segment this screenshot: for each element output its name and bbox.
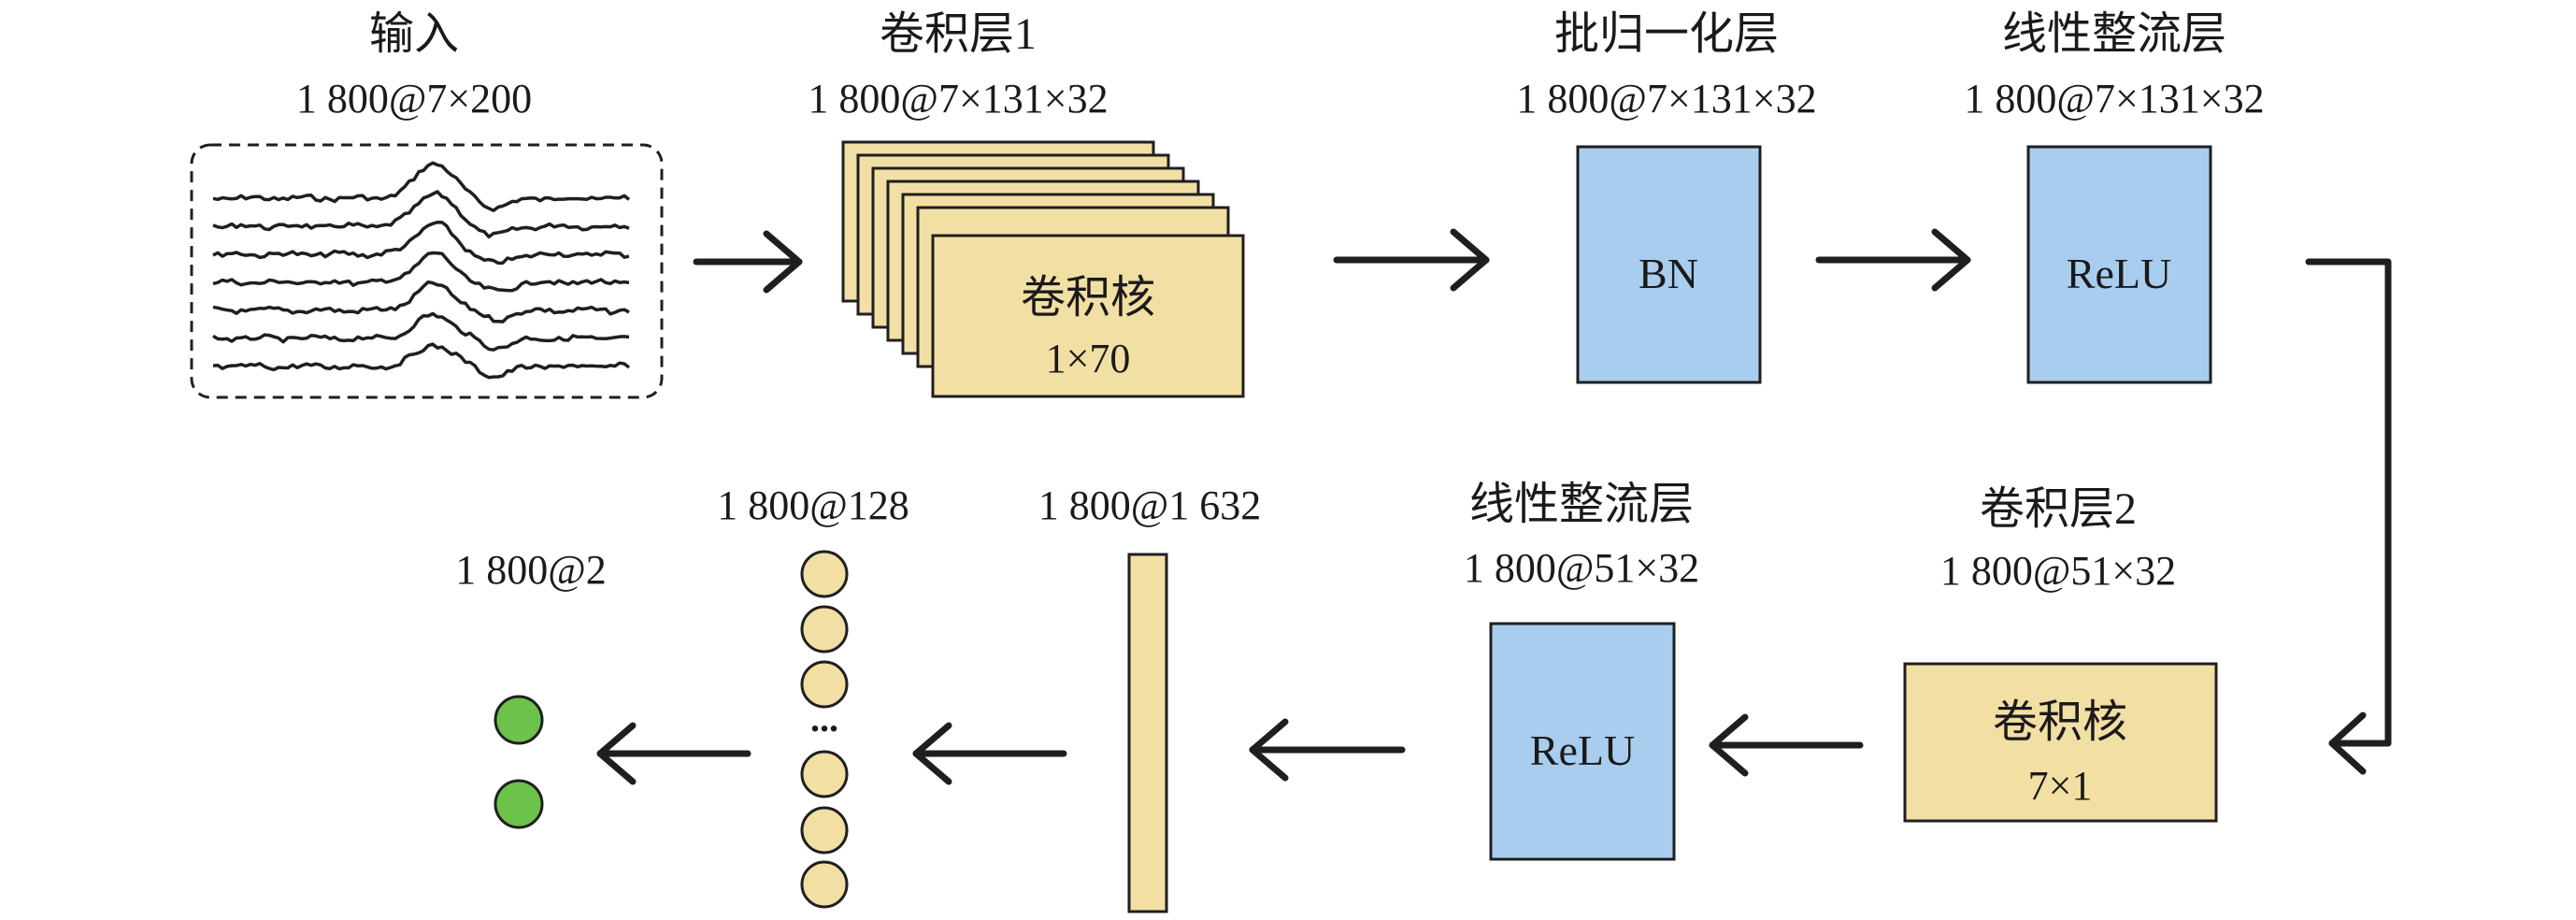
conv2-kernel-box bbox=[1903, 662, 2218, 823]
relu2-box-label: ReLU bbox=[1530, 726, 1635, 774]
input-signals bbox=[212, 161, 631, 380]
conv1-kernel-label: 卷积核 bbox=[1021, 273, 1155, 323]
conv1-dims: 1 800@7×131×32 bbox=[808, 76, 1108, 122]
conv1-title: 卷积层1 bbox=[880, 9, 1037, 59]
input-signal-trace bbox=[212, 342, 631, 380]
input-signal-trace bbox=[212, 161, 631, 212]
bn-block: 批归一化层 1 800@7×131×32 BN bbox=[1516, 9, 1817, 384]
conv1-block: 卷积层1 1 800@7×131×32 卷积核 1×70 bbox=[808, 9, 1245, 398]
bn-dims: 1 800@7×131×32 bbox=[1516, 76, 1816, 122]
conv2-title: 卷积层2 bbox=[1980, 484, 2137, 534]
input-dims: 1 800@7×200 bbox=[296, 76, 532, 122]
flatten-vector bbox=[1127, 553, 1168, 913]
output-dims: 1 800@2 bbox=[455, 547, 607, 593]
arrow-relu1-to-conv2 bbox=[2305, 258, 2392, 775]
input-signal-trace bbox=[212, 280, 630, 323]
output-block: 1 800@2 bbox=[455, 547, 607, 829]
arrow-bn-to-relu1 bbox=[1815, 228, 1971, 292]
dense-neuron bbox=[800, 605, 849, 654]
arrow-input-to-conv1 bbox=[693, 230, 803, 294]
dense-neuron bbox=[800, 750, 849, 798]
input-signal-trace bbox=[212, 311, 630, 352]
input-block: 输入 1 800@7×200 bbox=[190, 9, 664, 399]
dense-neuron bbox=[800, 806, 849, 855]
conv2-dims: 1 800@51×32 bbox=[1940, 548, 2176, 594]
arrow-conv2-to-relu2 bbox=[1709, 713, 1864, 777]
arrow-conv1-to-bn bbox=[1333, 228, 1490, 292]
relu2-dims: 1 800@51×32 bbox=[1464, 545, 1699, 591]
relu1-dims: 1 800@7×131×32 bbox=[1964, 76, 2264, 122]
relu2-block: 线性整流层 1 800@51×32 ReLU bbox=[1464, 480, 1699, 861]
arrow-dense-to-output bbox=[596, 722, 751, 785]
arrow-relu2-to-flatten bbox=[1249, 718, 1406, 782]
relu1-box bbox=[2026, 145, 2212, 384]
conv2-block: 卷积层2 1 800@51×32 卷积核 7×1 bbox=[1903, 484, 2218, 823]
relu2-title: 线性整流层 bbox=[1469, 480, 1694, 529]
flatten-dims: 1 800@1 632 bbox=[1038, 482, 1262, 528]
bn-title: 批归一化层 bbox=[1554, 9, 1779, 59]
conv1-kernel-box bbox=[931, 234, 1245, 398]
input-signal-trace bbox=[212, 251, 630, 293]
dense-neuron bbox=[800, 860, 849, 909]
dense-neuron bbox=[800, 550, 849, 598]
input-frame bbox=[190, 143, 664, 399]
relu1-title: 线性整流层 bbox=[2002, 9, 2226, 59]
dense-dims: 1 800@128 bbox=[717, 482, 909, 528]
relu1-block: 线性整流层 1 800@7×131×32 ReLU bbox=[1964, 9, 2265, 384]
input-signal-trace bbox=[212, 220, 630, 266]
input-title: 输入 bbox=[369, 9, 459, 59]
conv2-kernel-size: 7×1 bbox=[2028, 763, 2093, 809]
input-signal-trace bbox=[212, 190, 630, 239]
arrow-flatten-to-dense bbox=[912, 722, 1067, 785]
relu1-box-label: ReLU bbox=[2067, 250, 2171, 297]
bn-box bbox=[1576, 145, 1762, 384]
conv2-kernel-label: 卷积核 bbox=[1993, 697, 2127, 747]
dense-block: 1 800@128 ... bbox=[717, 482, 909, 909]
conv1-kernel-size: 1×70 bbox=[1046, 336, 1131, 381]
output-neuron bbox=[494, 779, 544, 829]
dense-ellipsis: ... bbox=[810, 697, 838, 740]
dense-neuron bbox=[800, 660, 849, 709]
bn-box-label: BN bbox=[1639, 250, 1698, 297]
output-neuron bbox=[494, 695, 544, 745]
flatten-block: 1 800@1 632 bbox=[1038, 482, 1262, 913]
relu2-box bbox=[1489, 622, 1676, 861]
